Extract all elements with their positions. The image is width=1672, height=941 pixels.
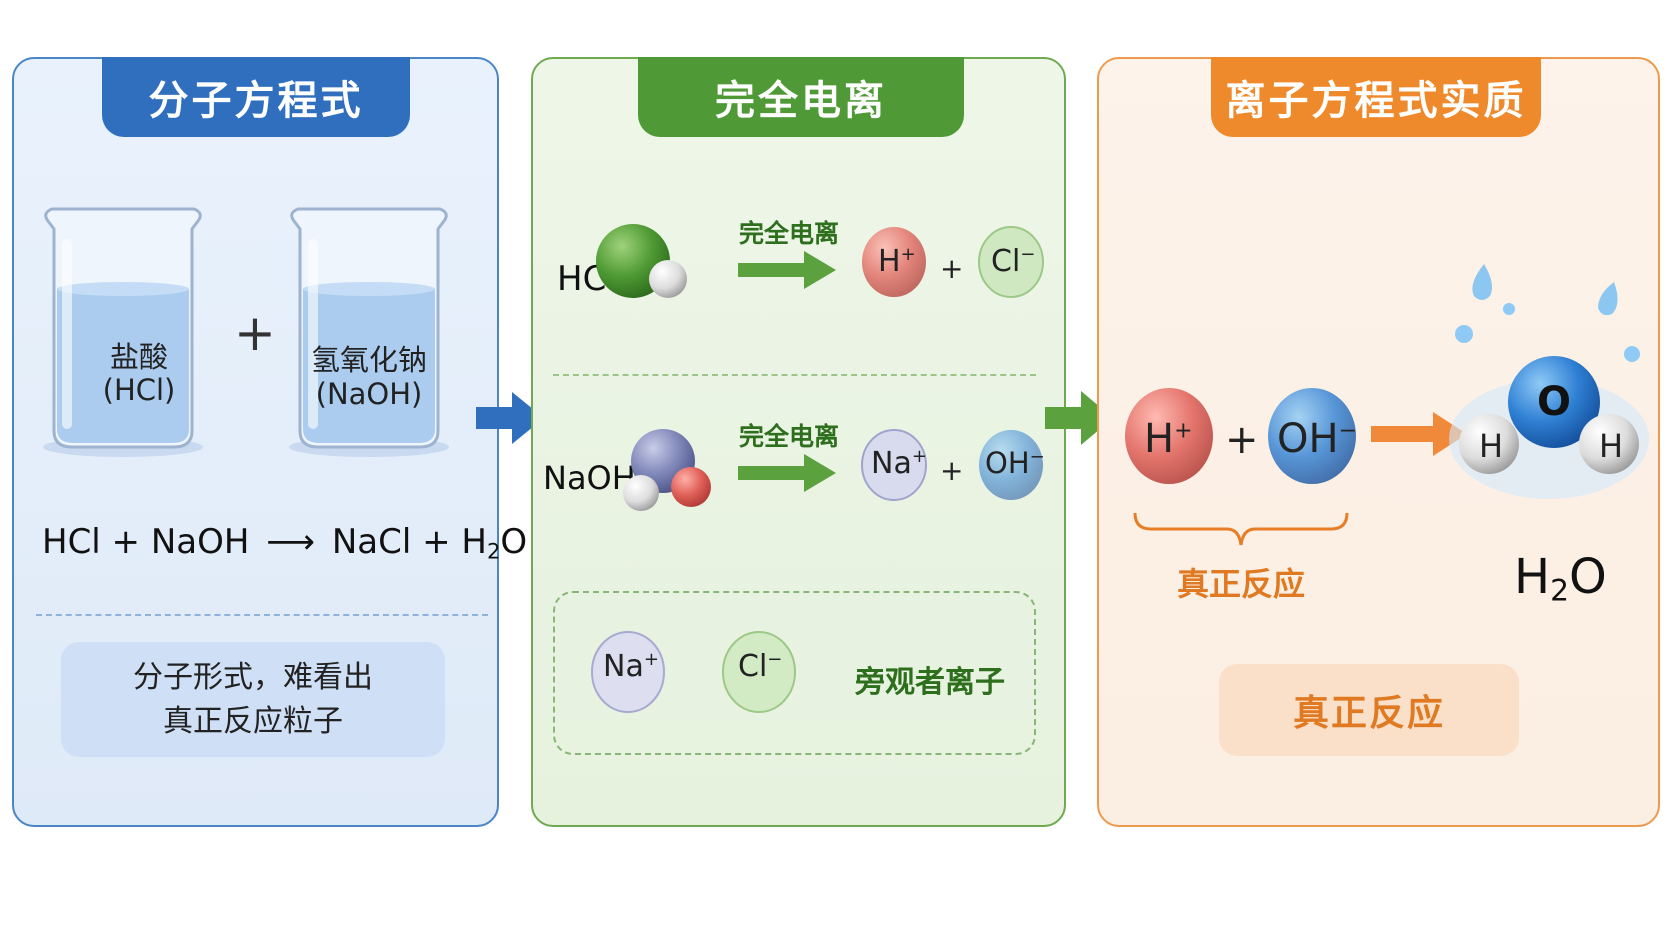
panel-title: 分子方程式 [102,57,410,137]
green-arrow-icon [738,454,836,492]
brace-label: 真正反应 [1177,565,1306,603]
spectator-label: 旁观者离子 [855,665,1005,700]
molecular-form-note: 分子形式，难看出 真正反应粒子 [61,642,445,757]
hcl-name: 盐酸 [109,340,168,374]
cl-spectator-icon [722,631,796,713]
water-h-label: H [1479,427,1504,465]
flow-arrow-icon [476,392,544,444]
water-molecule-icon [1449,264,1649,499]
plus-sign: + [940,454,964,487]
molecular-equation: HCl + NaOH ⟶ NaCl + H2O [42,522,528,564]
h-ion-large: H+ [1144,416,1193,462]
plus-sign: + [940,252,964,285]
water-h-label: H [1599,427,1624,465]
oh-ion-icon [979,430,1043,500]
naoh-label: NaOH [543,459,636,497]
ionic-equation-panel: 离子方程式实质 H+ + OH− 真正反应 O H H H2O 真正反应 [1097,57,1660,827]
h-ion-icon [862,227,926,297]
na-ion: Na+ [871,446,927,481]
spectator-box [553,591,1036,755]
cl-ion: Cl− [991,244,1036,279]
na-spectator-icon [591,631,665,713]
naoh-beaker-icon [289,207,449,457]
ionize-label: 完全电离 [739,219,840,248]
oh-ion-large-icon [1268,388,1356,484]
na-spectator: Na+ [603,649,659,684]
real-reaction-note: 真正反应 [1219,664,1519,756]
hcl-molecule-icon [596,224,687,298]
plus-sign: + [1225,417,1259,463]
panel-title: 离子方程式实质 [1211,57,1541,137]
brace-icon [1133,512,1349,546]
oh-ion-large: OH− [1277,416,1357,462]
water-o-label: O [1537,379,1572,425]
oh-ion: OH− [985,446,1045,480]
hcl-beaker-icon [43,207,203,457]
na-ion-icon [861,429,927,501]
molecular-equation-panel: 分子方程式 盐酸 (HCl) + 氢氧化钠 (NaOH) HCl + NaOH … [12,57,527,827]
naoh-molecule-icon [623,429,711,511]
naoh-name: 氢氧化钠 [310,343,427,377]
ionization-panel: 完全电离 HCl 完全电离 H+ + Cl− NaOH 完全电离 Na+ + O… [531,57,1066,827]
h-ion-large-icon [1125,388,1213,484]
panel-title: 完全电离 [638,57,964,137]
divider [36,614,488,616]
hcl-formula: (HCl) [102,373,176,407]
water-formula: H2O [1514,549,1607,609]
plus-sign: + [234,304,276,362]
ionize-label: 完全电离 [739,422,840,451]
naoh-formula: (NaOH) [315,377,423,411]
h-ion: H+ [878,244,916,279]
green-arrow-icon [738,251,836,289]
cl-ion-icon [978,226,1044,298]
divider [553,374,1036,376]
cl-spectator: Cl− [738,649,783,684]
